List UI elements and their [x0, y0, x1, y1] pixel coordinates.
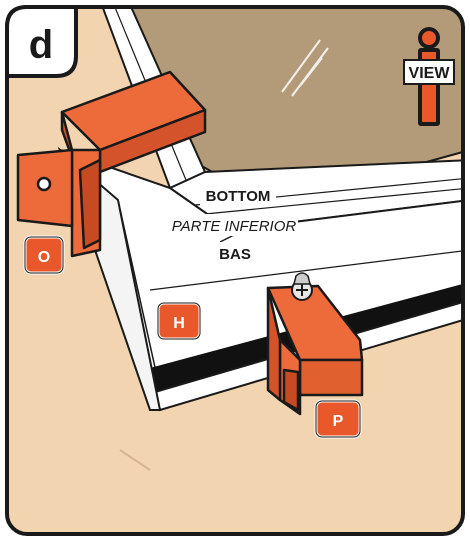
step-letter: d	[29, 23, 53, 67]
part-badge-o: O	[25, 237, 63, 273]
screw-icon	[292, 273, 312, 300]
part-label-h: H	[173, 315, 185, 332]
label-bottom-es: PARTE INFERIOR	[172, 218, 297, 235]
step-badge: d	[7, 7, 76, 76]
part-badge-p: P	[316, 401, 360, 437]
view-label: VIEW	[409, 65, 451, 82]
part-label-o: O	[38, 249, 50, 266]
label-bottom-en: BOTTOM	[206, 188, 271, 205]
label-bottom-fr: BAS	[219, 246, 251, 263]
part-badge-h: H	[158, 303, 200, 339]
part-label-p: P	[333, 413, 344, 430]
